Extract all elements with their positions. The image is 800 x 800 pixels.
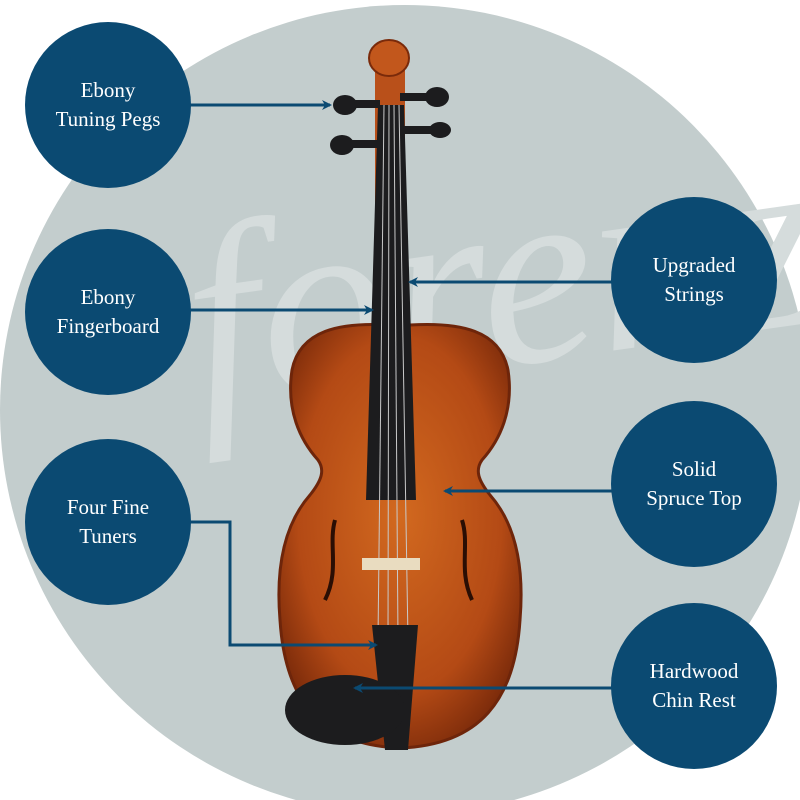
violin-image [277,39,523,750]
callout-fingerboard: Ebony Fingerboard [25,229,191,395]
callout-line: Ebony [80,78,136,102]
callout-line: Tuners [79,524,137,548]
callout-line: Spruce Top [646,486,742,510]
arrow-fine-tuners [190,520,378,650]
callout-line: Four Fine [66,495,150,519]
callout-arrows [190,100,612,693]
callout-line: Ebony [80,285,136,309]
callout-fine-tuners: Four Fine Tuners [25,439,191,605]
callout-line: Fingerboard [56,314,160,338]
callout-strings: Upgraded Strings [611,197,777,363]
callout-chin-rest: Hardwood Chin Rest [611,603,777,769]
callout-line: Tuning Pegs [55,107,161,131]
callout-line: Hardwood [649,659,739,683]
callout-spruce-top: Solid Spruce Top [611,401,777,567]
callout-line: Strings [664,282,724,306]
callout-line: Chin Rest [652,688,736,712]
callout-line: Solid [671,457,717,481]
callout-line: Upgraded [652,253,736,277]
callout-tuning-pegs: Ebony Tuning Pegs [25,22,191,188]
